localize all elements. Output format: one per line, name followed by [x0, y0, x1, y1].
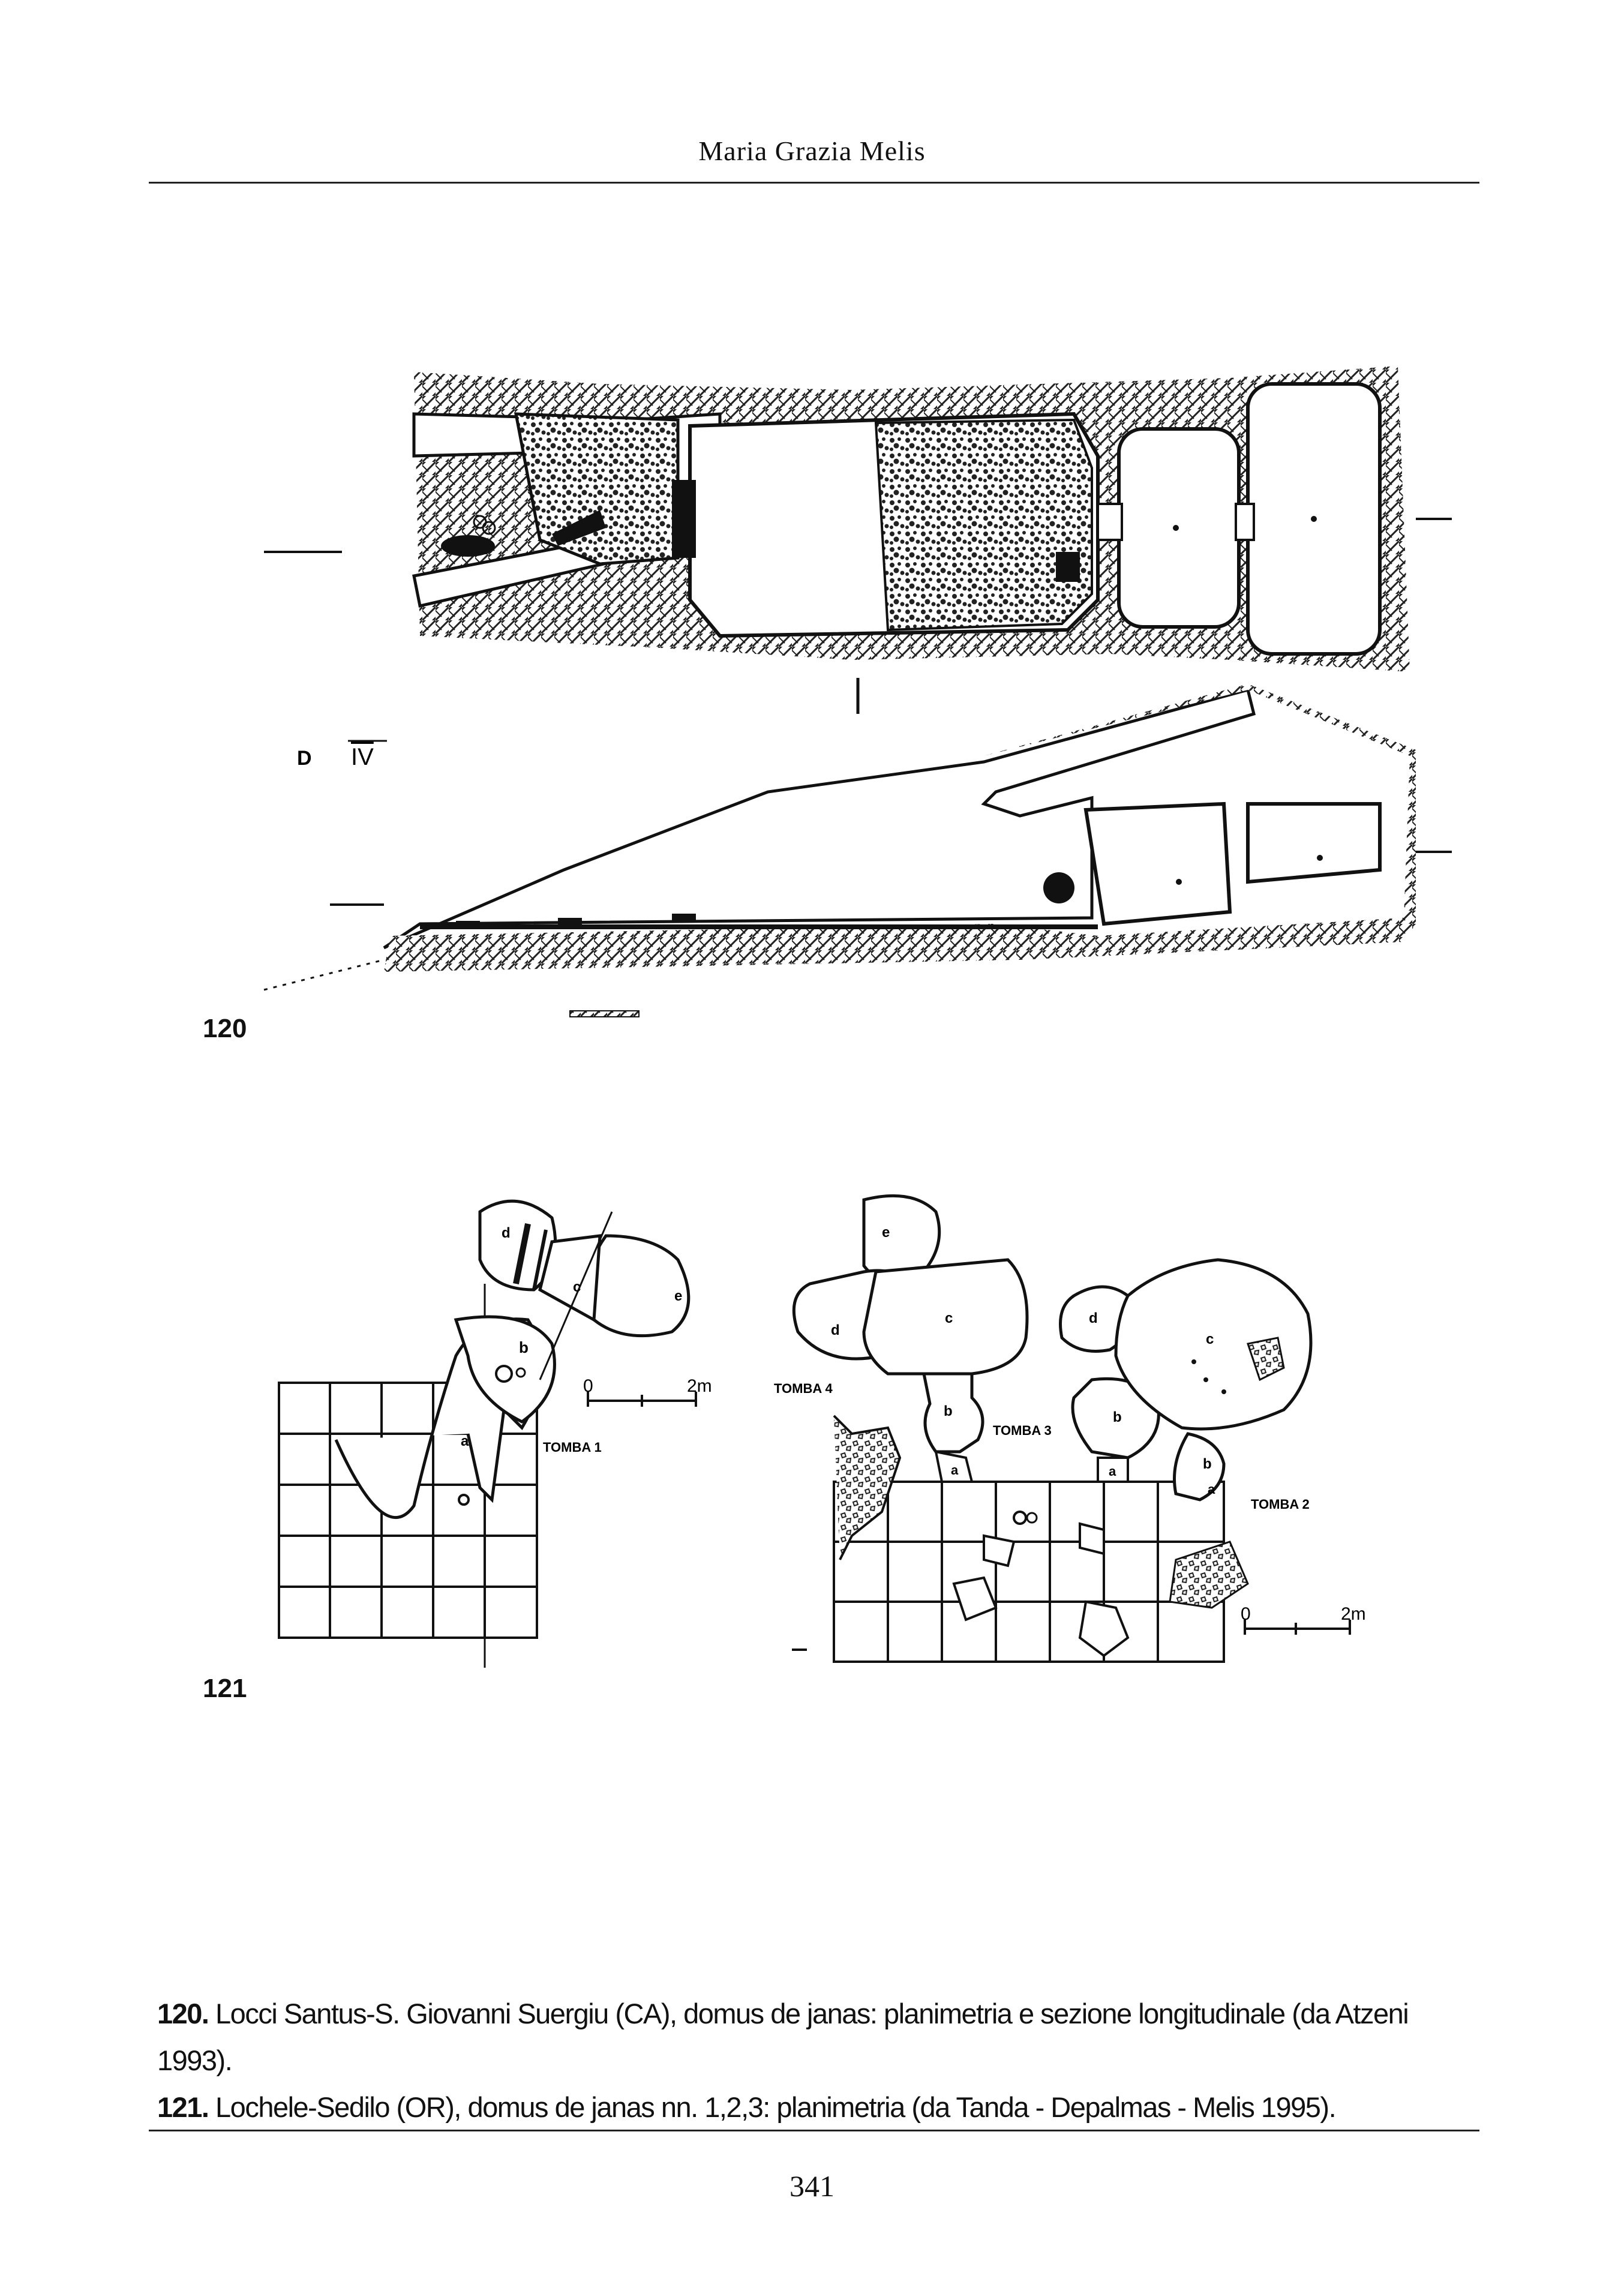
tomb1-room-d: d	[502, 1225, 511, 1241]
running-header: Maria Grazia Melis	[698, 136, 926, 166]
tomb2-scale-end: 2m	[1341, 1604, 1366, 1624]
tomb2-label: TOMBA 2	[1251, 1497, 1310, 1512]
tomb2-room-a: a	[1208, 1482, 1215, 1497]
tomb2-scale-start: 0	[1241, 1604, 1251, 1624]
tomb3-room-d: d	[1089, 1310, 1098, 1326]
caption-121: 121. Lochele-Sedilo (OR), domus de janas…	[157, 2084, 1447, 2131]
tomb1-room-a: a	[461, 1433, 469, 1449]
tomb1-room-b: b	[519, 1338, 529, 1356]
tomb1-room-e: e	[674, 1288, 682, 1304]
caption-120: 120. Locci Santus-S. Giovanni Suergiu (C…	[157, 1990, 1447, 2084]
caption-120-text: Locci Santus-S. Giovanni Suergiu (CA), d…	[157, 1998, 1409, 2076]
footer-rule	[149, 2130, 1479, 2131]
fig120-marker-letter: D	[297, 747, 312, 770]
tomb4-room-c: c	[945, 1310, 953, 1326]
figure-120-number: 120	[203, 1014, 247, 1043]
fig120-roman-label: IV	[351, 744, 374, 770]
tomb3-room-b: b	[1113, 1409, 1122, 1425]
figure-121-tombs-2-3-4-plan	[792, 1194, 1351, 1663]
figure-121-tomb-1-plan	[278, 1199, 697, 1668]
caption-121-number: 121.	[157, 2091, 209, 2123]
page-number: 341	[790, 2169, 834, 2203]
tomb1-scale-end: 2m	[687, 1376, 712, 1396]
tomb3-room-a: a	[1109, 1464, 1116, 1479]
tomb3-label: TOMBA 3	[993, 1423, 1052, 1438]
figure-121-number: 121	[203, 1674, 247, 1703]
tomb4-room-a: a	[951, 1463, 959, 1478]
tomb4-room-e: e	[882, 1224, 890, 1241]
tomb1-room-c: c	[573, 1279, 581, 1295]
tomb1-scale-start: 0	[583, 1376, 593, 1396]
tomb2-room-c: c	[1206, 1331, 1214, 1347]
figure-captions: 120. Locci Santus-S. Giovanni Suergiu (C…	[157, 1990, 1447, 2131]
caption-121-text: Lochele-Sedilo (OR), domus de janas nn. …	[208, 2091, 1337, 2123]
figure-120-plan	[263, 366, 1452, 1017]
tomb4-room-d: d	[831, 1322, 840, 1338]
tomb1-label: TOMBA 1	[543, 1440, 602, 1455]
tomb4-label: TOMBA 4	[774, 1381, 833, 1396]
header-rule	[149, 182, 1479, 184]
tomb4-room-b: b	[944, 1403, 953, 1419]
tomb2-room-b: b	[1203, 1456, 1212, 1472]
caption-120-number: 120.	[157, 1998, 209, 2029]
